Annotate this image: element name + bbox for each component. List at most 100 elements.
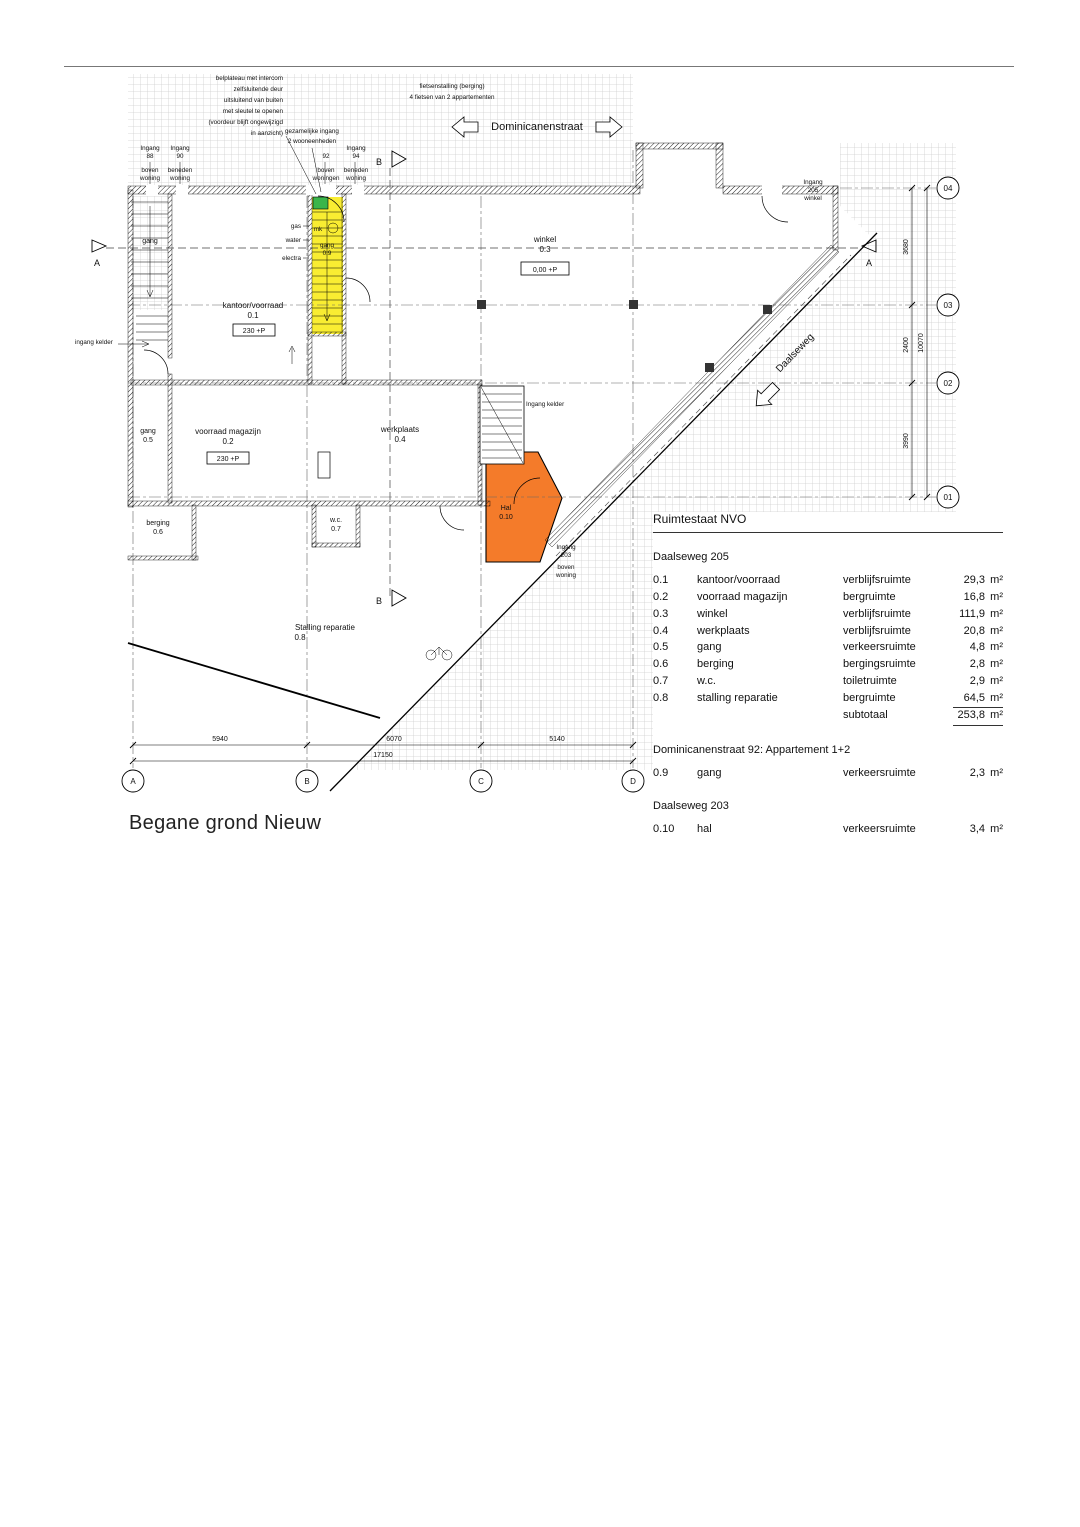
note-shared-entrance: 2 wooneenheden (288, 138, 337, 145)
cell-unit: m² (990, 641, 1003, 654)
level-winkel: 0,00 +P (533, 267, 558, 274)
street-name-top: Dominicanenstraat (491, 121, 583, 133)
dimensions-right: 3680 2400 3990 10070 (903, 184, 931, 501)
dim-label: 6070 (386, 736, 402, 743)
note-door-line: in aanzicht) (251, 130, 283, 137)
meterkast-circle-icon (327, 222, 339, 234)
cell-type: verblijfsruimte (843, 624, 911, 637)
entrance-label: woning (345, 175, 366, 182)
room-nr-kantoor: 0.1 (247, 311, 259, 320)
dim-label: 5940 (212, 736, 228, 743)
room-label-stalling: Stalling reparatie (295, 623, 356, 632)
note-door-line: zelfsluitende deur (234, 86, 283, 93)
cell-unit: m² (990, 766, 1003, 779)
room-schedule: Ruimtestaat NVO Daalseweg 205 0.1 kantoo… (653, 512, 1003, 839)
entrance-labels: Ingang 88 boven woning Ingang 90 beneden… (75, 145, 823, 579)
entrance-winkel-label: 205 (808, 187, 819, 194)
entrance-label: woning (169, 175, 190, 182)
table-row: 0.4 werkplaats verblijfsruimte 20,8 m² (653, 623, 1003, 640)
cell-type: bergruimte (843, 691, 896, 704)
stair-gang-09 (312, 211, 343, 325)
utility-gas-label: gas (291, 223, 301, 230)
section-b-label: B (376, 596, 382, 606)
grid-lines (128, 150, 936, 768)
utility-water-label: water (285, 237, 301, 244)
entrance-label: 92 (322, 153, 330, 160)
cell-unit: m² (990, 691, 1003, 704)
entrance-label: boven (317, 167, 335, 174)
section-markers: A A B B (91, 150, 877, 607)
entrance-label: boven (141, 167, 159, 174)
entrance-label: 88 (146, 153, 154, 160)
cell-nr: 0.2 (653, 591, 669, 603)
room-nr-wc: 0.7 (331, 526, 341, 533)
cell-room (697, 707, 843, 725)
table-row: 0.3 winkel verblijfsruimte 111,9 m² (653, 606, 1003, 623)
room-label-hal: Hal (501, 505, 512, 512)
meterkast-label: mk (314, 226, 323, 233)
room-label-gang05: gang (140, 428, 156, 435)
note-door-line: belplateau met intercom (216, 75, 283, 82)
cell-type: verblijfsruimte (843, 574, 911, 587)
entrance-label: beneden (168, 167, 193, 174)
schedule-title: Ruimtestaat NVO (653, 512, 1003, 533)
room-gang-09 (312, 197, 343, 334)
cell-room: berging (697, 658, 734, 670)
cell-type: verkeersruimte (843, 641, 916, 654)
room-nr-gang09: 0.9 (323, 250, 332, 257)
level-magazijn: 230 +P (217, 456, 240, 463)
cell-type: bergingsruimte (843, 658, 916, 670)
cell-room: gang (697, 641, 722, 654)
cell-nr: 0.1 (653, 574, 669, 587)
section-a-label: A (94, 258, 100, 268)
room-nr-magazijn: 0.2 (222, 437, 234, 446)
cell-nr: 0.3 (653, 607, 669, 620)
entrance-label: woning (139, 175, 160, 182)
room-nr-gang05: 0.5 (143, 437, 153, 444)
cell-area: 29,3 (963, 574, 985, 587)
entrance-label: 90 (176, 153, 184, 160)
room-label-werkplaats: werkplaats (380, 425, 419, 434)
stair-left (131, 201, 168, 341)
cell-room: werkplaats (697, 624, 750, 637)
table-row: 0.8 stalling reparatie bergruimte 64,5 m… (653, 690, 1003, 707)
room-label-berging: berging (146, 520, 169, 527)
section-b-label: B (376, 157, 382, 167)
note-shared-entrance: gezamelijke ingang (285, 128, 339, 135)
cell-nr: 0.7 (653, 674, 669, 687)
stair-kelder (479, 385, 525, 465)
room-label-kantoor: kantoor/voorraad (223, 301, 283, 310)
table-row: 0.2 voorraad magazijn bergruimte 16,8 m² (653, 590, 1003, 607)
cell-unit: m² (990, 607, 1003, 620)
room-nr-werkplaats: 0.4 (394, 435, 406, 444)
schedule-section-daalseweg203: Daalseweg 203 0.10 hal verkeersruimte 3,… (653, 800, 1003, 839)
direction-arrow (288, 345, 296, 364)
cell-area: 20,8 (963, 624, 985, 637)
cell-type: bergruimte (843, 591, 896, 603)
entrance-label: Ingang (170, 145, 190, 152)
level-kantoor: 230 +P (243, 328, 266, 335)
schedule-section-name: Daalseweg 205 (653, 551, 729, 563)
cell-room: kantoor/voorraad (697, 574, 781, 587)
dim-total-label: 17150 (373, 752, 393, 759)
entrance-label: beneden (344, 167, 369, 174)
cell-unit: m² (990, 624, 1003, 637)
room-labels: gang kantoor/voorraad 0.1 230 +P voorraa… (140, 222, 570, 642)
cell-area: 2,9 (969, 674, 985, 687)
cell-area: 111,9 (959, 607, 985, 620)
grid-bubble-label: D (630, 777, 636, 786)
entrance-kelder-mid-label: Ingang kelder (526, 401, 564, 408)
room-nr-stalling: 0.8 (294, 633, 306, 642)
entrance-label: woningen (312, 175, 340, 182)
cell-area: 64,5 (963, 691, 985, 704)
schedule-section-name: Dominicanenstraat 92: Appartement 1+2 (653, 743, 851, 756)
grid-bubble-label: A (130, 777, 136, 786)
room-nr-hal: 0.10 (499, 514, 513, 521)
cell-unit: m² (990, 823, 1003, 836)
meterkast-box (312, 196, 329, 210)
cell-room: w.c. (697, 674, 716, 687)
arrow-right-icon (595, 116, 623, 138)
floor-plan: A A B B belplateau met intercom zelfslui… (75, 74, 960, 793)
table-row: 0.9 gang verkeersruimte 2,3 m² (653, 765, 1003, 782)
schedule-section-dominicanenstraat92: Dominicanenstraat 92: Appartement 1+2 0.… (653, 744, 1003, 783)
